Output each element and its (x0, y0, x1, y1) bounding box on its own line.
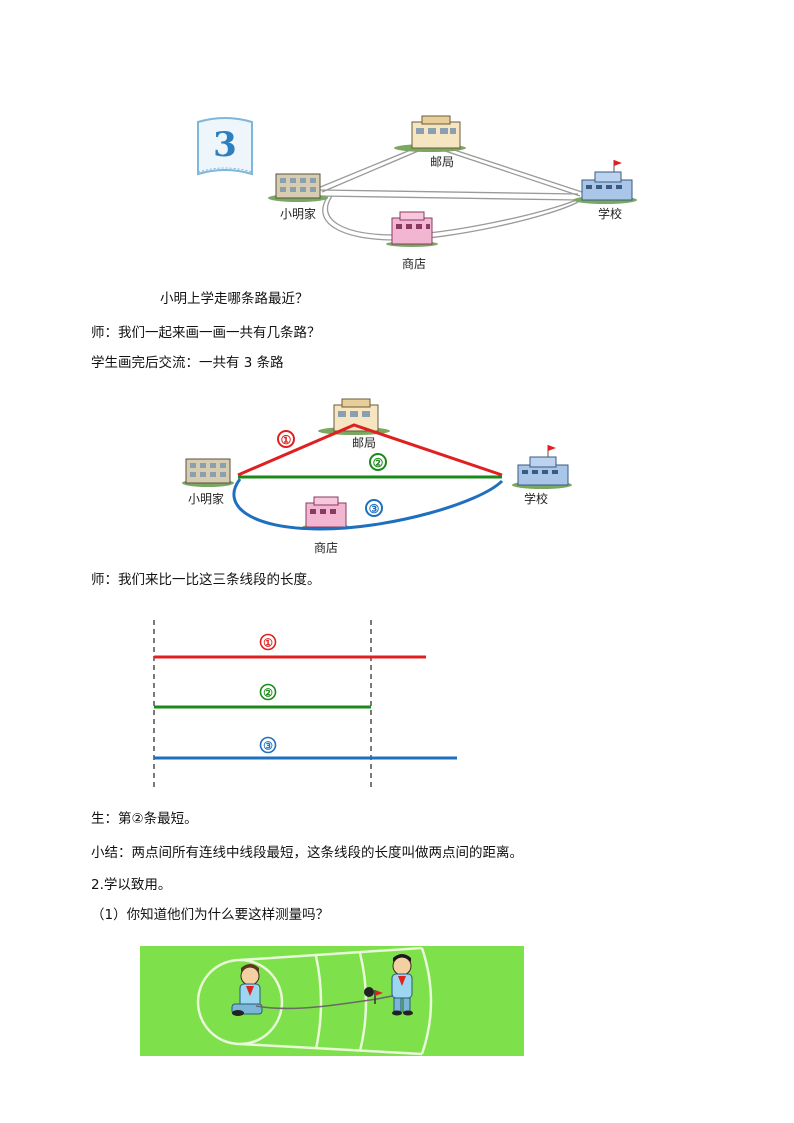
student-line-2: 生：第②条最短。 (91, 811, 198, 827)
route-map-figure: 3 邮局 小明家 学校 (197, 115, 637, 271)
kneeling-boy (231, 964, 263, 1016)
segment-3-label: ③ (263, 740, 273, 753)
shop-building (302, 496, 350, 530)
field-markings (196, 946, 433, 1056)
route-1-label: ① (281, 433, 292, 447)
marker-flag (364, 987, 383, 1004)
label-school: 学校 (598, 206, 622, 221)
shop-building (386, 211, 438, 247)
lesson-badge-number: 3 (213, 125, 237, 165)
route-1-marker: ① (277, 430, 295, 448)
school-building (573, 160, 637, 204)
home-building (268, 173, 328, 202)
measuring-field-illustration (140, 946, 524, 1056)
student-line-1: 学生画完后交流：一共有 3 条路 (91, 355, 284, 371)
label-school: 学校 (524, 491, 548, 506)
route-2-marker: ② (369, 453, 387, 471)
label-post-office: 邮局 (430, 155, 454, 169)
label-shop: 商店 (402, 256, 426, 271)
segment-1-label: ① (263, 637, 273, 650)
route-3-line (232, 478, 504, 531)
post-office-building (394, 115, 466, 152)
route-3-label: ③ (369, 502, 380, 516)
question-text: 小明上学走哪条路最近？ (160, 291, 309, 307)
segment-1-marker: ① (259, 633, 277, 651)
summary-line: 小结：两点间所有连线中线段最短，这条线段的长度叫做两点间的距离。 (91, 845, 523, 861)
segment-3-marker: ③ (259, 736, 277, 754)
teacher-line-1: 师：我们一起来画一画一共有几条路？ (91, 325, 321, 341)
school-building (512, 445, 572, 489)
lesson-badge: 3 (197, 117, 253, 176)
route-3-marker: ③ (365, 499, 383, 517)
label-shop: 商店 (314, 540, 338, 555)
route-2-label: ② (373, 456, 384, 470)
segment-compare-figure: ① ② ③ (153, 620, 457, 788)
route-1-line (237, 423, 503, 477)
label-home: 小明家 (188, 491, 224, 506)
segment-2-marker: ② (259, 683, 277, 701)
label-post-office: 邮局 (352, 436, 376, 450)
home-building (182, 458, 234, 487)
colored-routes-figure: 邮局 小明家 学校 商店 ① ② ③ (182, 398, 572, 555)
label-home: 小明家 (280, 206, 316, 221)
section-heading: 2.学以致用。 (91, 877, 172, 893)
teacher-line-2: 师：我们来比一比这三条线段的长度。 (91, 572, 321, 588)
standing-boy (391, 954, 413, 1016)
post-office-building (318, 398, 390, 435)
grass-field (140, 946, 524, 1056)
segment-2-label: ② (263, 687, 273, 700)
exercise-item-1: （1）你知道他们为什么要这样测量吗？ (91, 907, 330, 923)
